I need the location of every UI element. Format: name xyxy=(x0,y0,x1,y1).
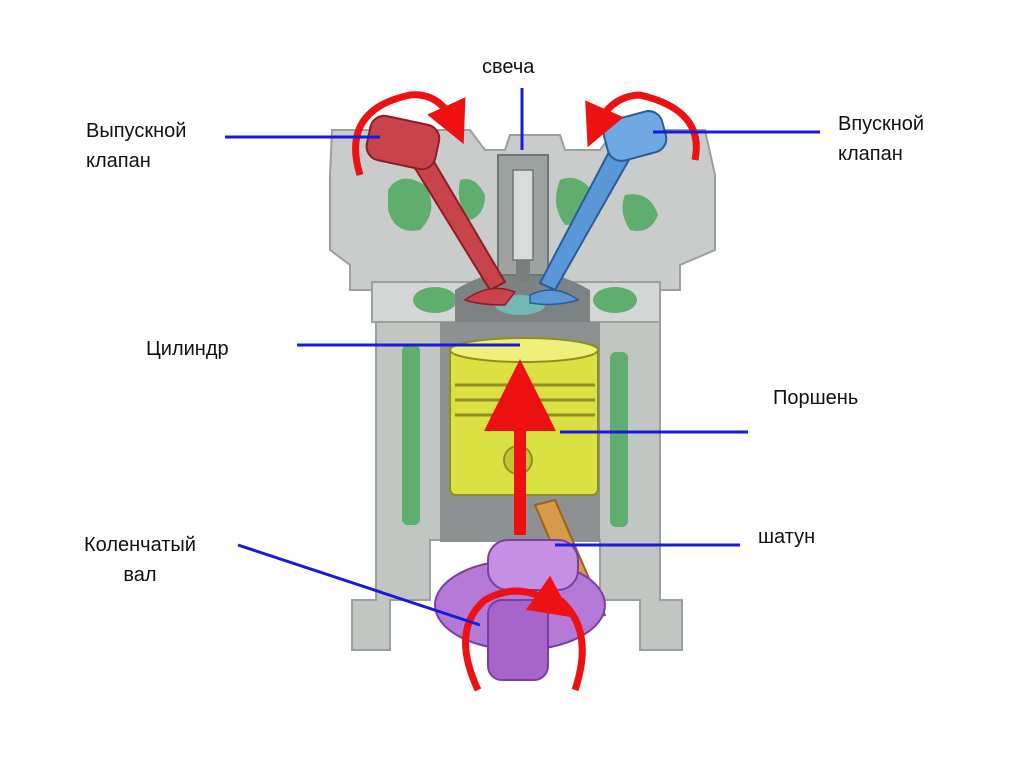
motion-arrows xyxy=(352,91,700,692)
intake-valve-label: Впускной клапан xyxy=(838,113,925,165)
rotation-arrow-icon xyxy=(462,575,573,692)
intake-valve xyxy=(529,110,668,306)
spark-plug xyxy=(497,154,549,282)
exhaust-valve xyxy=(365,114,517,306)
crankshaft-label: Коленчатый вал xyxy=(84,534,196,586)
connecting-rod-label: шатун xyxy=(758,526,816,548)
coolant-left xyxy=(402,345,420,525)
leader-lines xyxy=(225,88,820,627)
coolant-right xyxy=(610,352,628,527)
leader-crankshaft xyxy=(237,543,481,627)
cylinder-label: Цилиндр xyxy=(146,338,229,360)
rotation-arrow-icon xyxy=(352,91,466,177)
piston-label: Поршень xyxy=(773,387,859,409)
spark-plug-label: свеча xyxy=(482,56,535,78)
rotation-arrow-icon xyxy=(585,91,700,161)
exhaust-valve-label: Выпускной клапан xyxy=(86,120,187,172)
